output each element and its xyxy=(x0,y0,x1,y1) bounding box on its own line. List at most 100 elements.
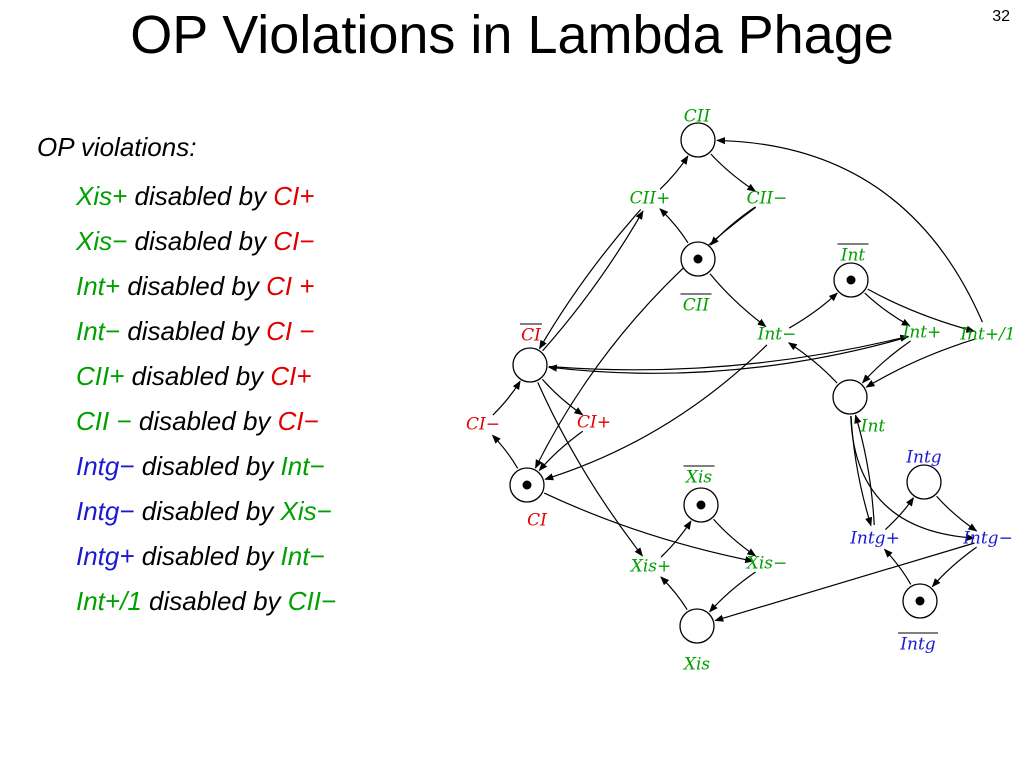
token-dot xyxy=(846,275,856,285)
violation-relation: disabled by xyxy=(131,406,278,436)
transition-Intgminus: Intg− xyxy=(962,529,1013,549)
token-dot xyxy=(915,596,925,606)
arc-Xisbar-to-Xisminus xyxy=(713,518,757,557)
violation-relation: disabled by xyxy=(120,271,267,301)
arc-Intgplus-to-Intg xyxy=(884,497,914,530)
place-CI: CI xyxy=(509,467,547,531)
violation-subject: Intg+ xyxy=(76,541,135,571)
violation-relation: disabled by xyxy=(134,496,281,526)
place-label: CII xyxy=(683,296,710,316)
arc-Intbar-to-Intplus xyxy=(864,292,911,327)
transition-Xisminus: Xis− xyxy=(745,554,788,574)
violations-heading: OP violations: xyxy=(37,132,197,162)
place-Xis: Xis xyxy=(679,608,715,675)
violation-item: CII − disabled by CI− xyxy=(76,403,336,448)
place-CIIbar: CII xyxy=(680,241,716,316)
place-label: Xis xyxy=(684,468,713,488)
transition-Intgplus: Intg+ xyxy=(849,529,900,549)
arc-CIplus-to-CI xyxy=(538,430,584,472)
place-Intgbar: Intg xyxy=(898,583,938,655)
arc-CI-to-CIminus xyxy=(491,434,519,469)
violations-list: Xis+ disabled by CI+Xis− disabled by CI−… xyxy=(76,178,336,628)
arc-Int-to-Intgminus xyxy=(850,415,975,542)
violation-cause: CI+ xyxy=(273,181,315,211)
place-circle xyxy=(832,379,868,415)
token-dot xyxy=(693,254,703,264)
violation-item: Intg− disabled by Xis− xyxy=(76,493,336,538)
violation-subject: Xis− xyxy=(76,226,128,256)
place-circle xyxy=(512,347,548,383)
arc-Intplus1-to-CII xyxy=(716,137,983,323)
place-CII: CII xyxy=(680,107,716,158)
slide-title: OP Violations in Lambda Phage xyxy=(130,5,894,65)
transition-Intplus1: Int+/1 xyxy=(959,325,1015,345)
violation-subject: Int+/1 xyxy=(76,586,142,616)
arc-Intg-to-Intgminus xyxy=(936,495,978,532)
transition-CIminus: CI− xyxy=(466,415,500,435)
place-label: CII xyxy=(684,107,711,127)
arc-Xis-to-Xisplus xyxy=(660,576,688,611)
place-Intbar: Int xyxy=(833,243,869,298)
violation-subject: CII+ xyxy=(76,361,125,391)
violation-subject: Int+ xyxy=(76,271,121,301)
arc-Intminus-to-CI xyxy=(544,344,768,481)
arcs-layer xyxy=(491,137,983,622)
arc-CIIplus-to-CIbar xyxy=(539,209,642,350)
place-CIbar: CI xyxy=(512,323,548,383)
violation-relation: disabled by xyxy=(127,226,274,256)
violation-item: Int− disabled by CI − xyxy=(76,313,336,358)
violation-relation: disabled by xyxy=(134,541,281,571)
place-label: Int xyxy=(860,417,886,437)
violation-relation: disabled by xyxy=(141,586,288,616)
violation-item: Int+ disabled by CI + xyxy=(76,268,336,313)
arc-Intbar-to-Intplus1 xyxy=(867,288,976,333)
arc-Intplus1-to-Int xyxy=(865,338,975,388)
place-label: Intg xyxy=(899,635,935,655)
arc-CII-to-CIIminus xyxy=(710,153,757,192)
arc-Intgminus-to-Xis xyxy=(714,542,975,622)
place-Int: Int xyxy=(832,379,886,437)
place-label: Intg xyxy=(905,448,941,468)
arc-Xisminus-to-Xis xyxy=(709,571,756,613)
arc-CIIminus-to-CIIbar xyxy=(710,206,756,246)
violation-subject: CII − xyxy=(76,406,132,436)
arc-CIbar-to-CIplus xyxy=(542,378,584,416)
transition-CIIminus: CII− xyxy=(747,189,788,209)
arc-Intgbar-to-Intgplus xyxy=(883,548,912,585)
place-Xisbar: Xis xyxy=(683,465,719,523)
violation-relation: disabled by xyxy=(134,451,281,481)
arc-CIbar-to-Xisplus xyxy=(537,382,643,557)
place-label: Int xyxy=(840,246,866,266)
violation-cause: Int− xyxy=(280,451,325,481)
transition-Intplus: Int+ xyxy=(902,323,942,343)
violation-item: Intg− disabled by Int− xyxy=(76,448,336,493)
violation-relation: disabled by xyxy=(127,181,274,211)
violation-cause: Xis− xyxy=(280,496,332,526)
violation-cause: CI+ xyxy=(270,361,312,391)
transition-CIIplus: CII+ xyxy=(630,189,671,209)
arc-CIbar-to-CIIplus xyxy=(542,210,644,352)
transition-Intminus: Int− xyxy=(757,325,797,345)
violation-item: Int+/1 disabled by CII− xyxy=(76,583,336,628)
arc-CIminus-to-CIbar xyxy=(492,380,521,416)
place-circle xyxy=(679,608,715,644)
arc-Intgplus-to-Int xyxy=(854,414,875,526)
arc-CIIbar-to-CIIplus xyxy=(659,208,689,244)
violation-subject: Intg− xyxy=(76,451,135,481)
violation-cause: Int− xyxy=(280,541,325,571)
violation-cause: CI− xyxy=(277,406,319,436)
slide-number: 32 xyxy=(992,8,1010,25)
violation-cause: CI− xyxy=(273,226,315,256)
arc-CIIplus-to-CII xyxy=(659,155,689,190)
violation-subject: Int− xyxy=(76,316,121,346)
arc-Intplus-to-Int xyxy=(861,340,911,384)
arc-Intplus-to-CIbar xyxy=(547,336,909,374)
violation-cause: CI − xyxy=(266,316,315,346)
place-Intg: Intg xyxy=(905,448,942,500)
violation-subject: Intg− xyxy=(76,496,135,526)
place-label: CI xyxy=(527,511,547,531)
token-dot xyxy=(522,480,532,490)
place-label: CI xyxy=(521,326,541,346)
violation-relation: disabled by xyxy=(124,361,271,391)
